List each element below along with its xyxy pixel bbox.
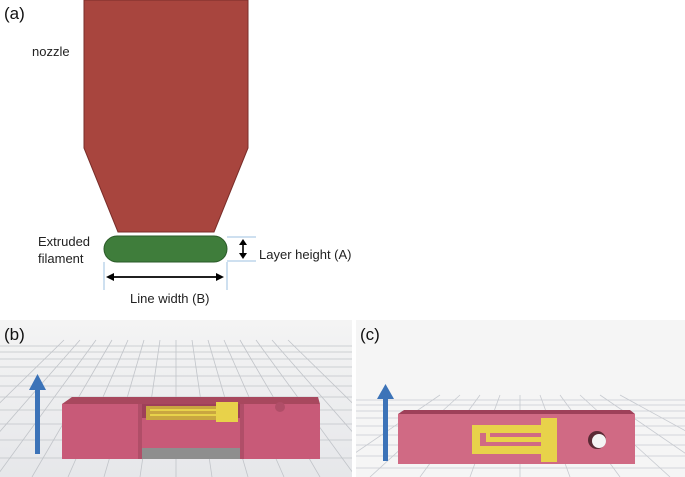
extruded-filament-shape <box>103 235 228 263</box>
layer-height-label: Layer height (A) <box>259 247 352 262</box>
panel-c-letter: (c) <box>360 325 380 344</box>
panel-a-letter: (a) <box>4 4 25 23</box>
extruded-filament-label-line1: Extruded <box>38 234 91 249</box>
extruded-filament-label-line2: filament <box>38 251 84 266</box>
line-width-label: Line width (B) <box>130 291 210 306</box>
panel-b-up-arrow <box>29 374 46 454</box>
panel-c-gauge <box>472 418 557 462</box>
nozzle-shape <box>83 0 249 233</box>
panel-b-specimen <box>62 397 320 459</box>
panel-c-specimen <box>398 410 635 464</box>
nozzle-label: nozzle <box>32 44 70 59</box>
panel-b-letter: (b) <box>4 325 25 344</box>
panel-c-up-arrow <box>377 384 394 461</box>
